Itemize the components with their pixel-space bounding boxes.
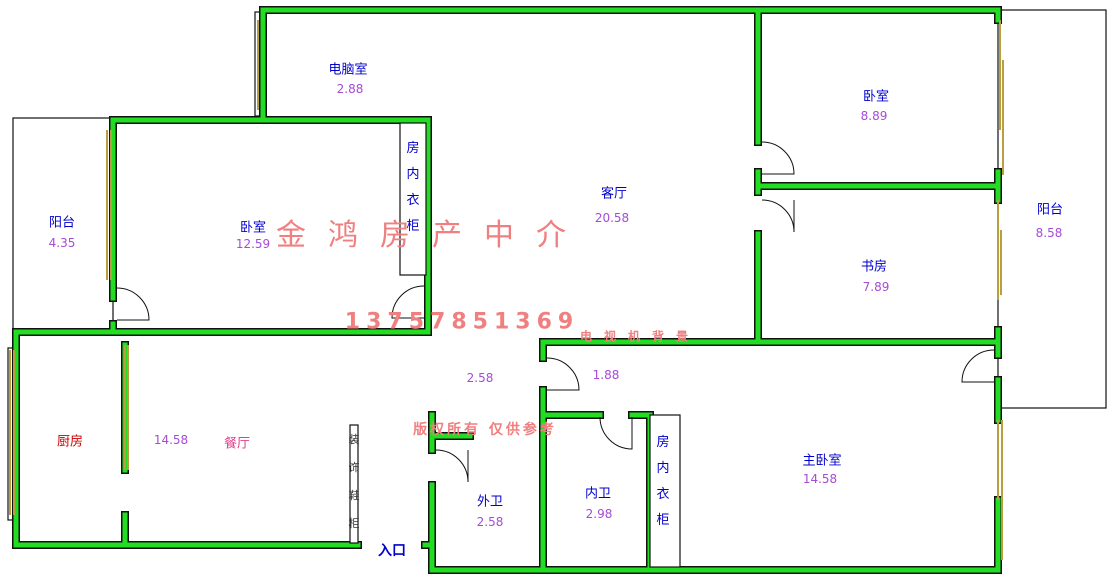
shoe-cabinet-char: 柜	[348, 517, 360, 530]
room-name-dining: 餐厅	[223, 436, 251, 452]
walls	[13, 7, 1001, 573]
room-area-living: 20.58	[594, 211, 630, 225]
room-area-balcony-west: 4.35	[48, 236, 76, 250]
room-area-balcony-east: 8.58	[1035, 226, 1063, 240]
shoe-cabinet-char: 装	[348, 433, 360, 446]
room-name-bedroom-w: 卧室	[239, 220, 267, 236]
room-name-master: 主卧室	[802, 453, 842, 469]
room-area-inner-bath: 2.98	[585, 507, 613, 521]
wardrobe-char: 内	[656, 461, 670, 476]
room-area-kitchen: 14.58	[153, 433, 189, 447]
entrance-label: 入口	[378, 543, 406, 559]
room-area-outer-bath: 2.58	[476, 515, 504, 529]
wardrobe-char: 内	[406, 167, 420, 182]
wardrobe-char: 柜	[406, 219, 420, 234]
room-name-bedroom-ne: 卧室	[862, 89, 890, 105]
passage-area: 1.88	[592, 368, 620, 382]
room-area-computer: 2.88	[336, 82, 364, 96]
watermark-agency: 金鸿房产中介	[276, 218, 588, 253]
wardrobe-upper-label: 房 内 衣 柜	[405, 136, 421, 240]
room-area-bedroom-ne: 8.89	[860, 109, 888, 123]
shoe-cabinet-label: 装 饰 鞋 柜	[346, 426, 362, 538]
room-name-balcony-east: 阳台	[1036, 202, 1064, 218]
wardrobe-lower-label: 房 内 衣 柜	[655, 430, 671, 534]
room-name-living: 客厅	[600, 186, 628, 202]
room-area-bedroom-w: 12.59	[235, 237, 271, 251]
wardrobe-char: 房	[656, 435, 670, 450]
room-name-inner-bath: 内卫	[584, 486, 612, 502]
room-name-balcony-west: 阳台	[48, 215, 76, 231]
wardrobe-char: 衣	[406, 193, 420, 208]
room-name-study: 书房	[860, 259, 888, 275]
room-name-outer-bath: 外卫	[476, 494, 504, 510]
watermark-copyright: 版权所有 仅供参考	[413, 422, 557, 438]
room-area-master: 14.58	[802, 472, 838, 486]
walls-outline	[12, 6, 1002, 574]
watermark-phone: 13757851369	[344, 309, 580, 335]
corridor-area: 2.58	[466, 371, 494, 385]
watermark-tv-wall: 电视机背景	[579, 329, 701, 344]
room-area-study: 7.89	[862, 280, 890, 294]
door-swings	[116, 141, 995, 483]
wardrobe-char: 房	[406, 141, 420, 156]
windows	[9, 20, 1004, 560]
room-name-kitchen: 厨房	[56, 434, 84, 450]
room-name-computer: 电脑室	[328, 62, 368, 78]
shoe-cabinet-char: 饰	[348, 461, 360, 474]
wardrobe-char: 柜	[656, 513, 670, 528]
wardrobe-outlines	[349, 122, 681, 568]
wardrobe-char: 衣	[656, 487, 670, 502]
shoe-cabinet-char: 鞋	[348, 489, 360, 502]
